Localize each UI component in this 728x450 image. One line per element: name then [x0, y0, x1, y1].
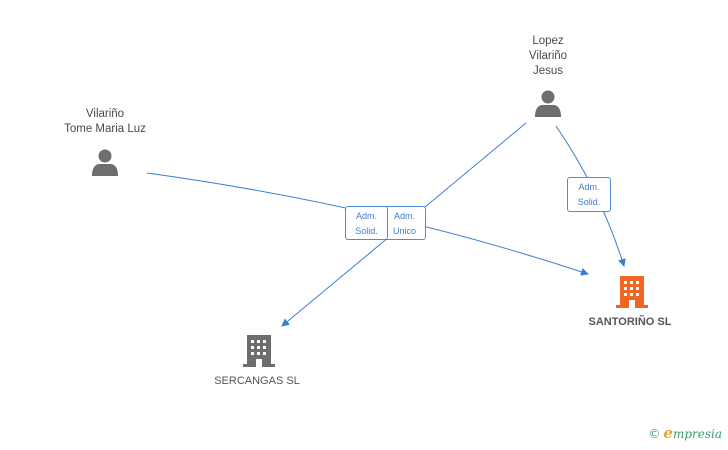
- relation-line: Solid.: [355, 226, 378, 236]
- relation-line: Adm.: [578, 182, 600, 192]
- person-icon[interactable]: [92, 149, 118, 177]
- relation-label[interactable]: Adm. Solid.: [567, 177, 611, 212]
- person-label[interactable]: Vilariño Tome Maria Luz: [45, 107, 165, 137]
- relation-line: Solid.: [577, 197, 601, 207]
- person-label[interactable]: Lopez Vilariño Jesus: [508, 34, 588, 79]
- person-name-line: Vilariño: [528, 50, 568, 62]
- relation-line: Adm.: [355, 211, 377, 221]
- copyright-icon: ©: [648, 427, 661, 441]
- relation-label[interactable]: Adm. Unico: [383, 206, 426, 240]
- person-name-line: Vilariño: [85, 108, 125, 120]
- building-icon[interactable]: [243, 335, 275, 367]
- person-name-line: Jesus: [532, 65, 564, 77]
- company-label[interactable]: SERCANGAS SL: [214, 375, 300, 387]
- relation-line: Adm.: [393, 211, 415, 221]
- person-name-line: Lopez: [532, 35, 564, 47]
- empresia-watermark: ©empresia: [648, 424, 722, 442]
- person-icon[interactable]: [535, 90, 561, 118]
- building-icon[interactable]: [616, 276, 648, 308]
- relation-label[interactable]: Adm. Solid.: [345, 206, 388, 240]
- company-label[interactable]: SANTORIÑO SL: [588, 316, 672, 328]
- relation-line: Unico: [392, 226, 416, 236]
- person-name-line: Tome Maria Luz: [64, 123, 146, 135]
- watermark-text: mpresia: [672, 427, 722, 441]
- watermark-initial: e: [663, 424, 673, 442]
